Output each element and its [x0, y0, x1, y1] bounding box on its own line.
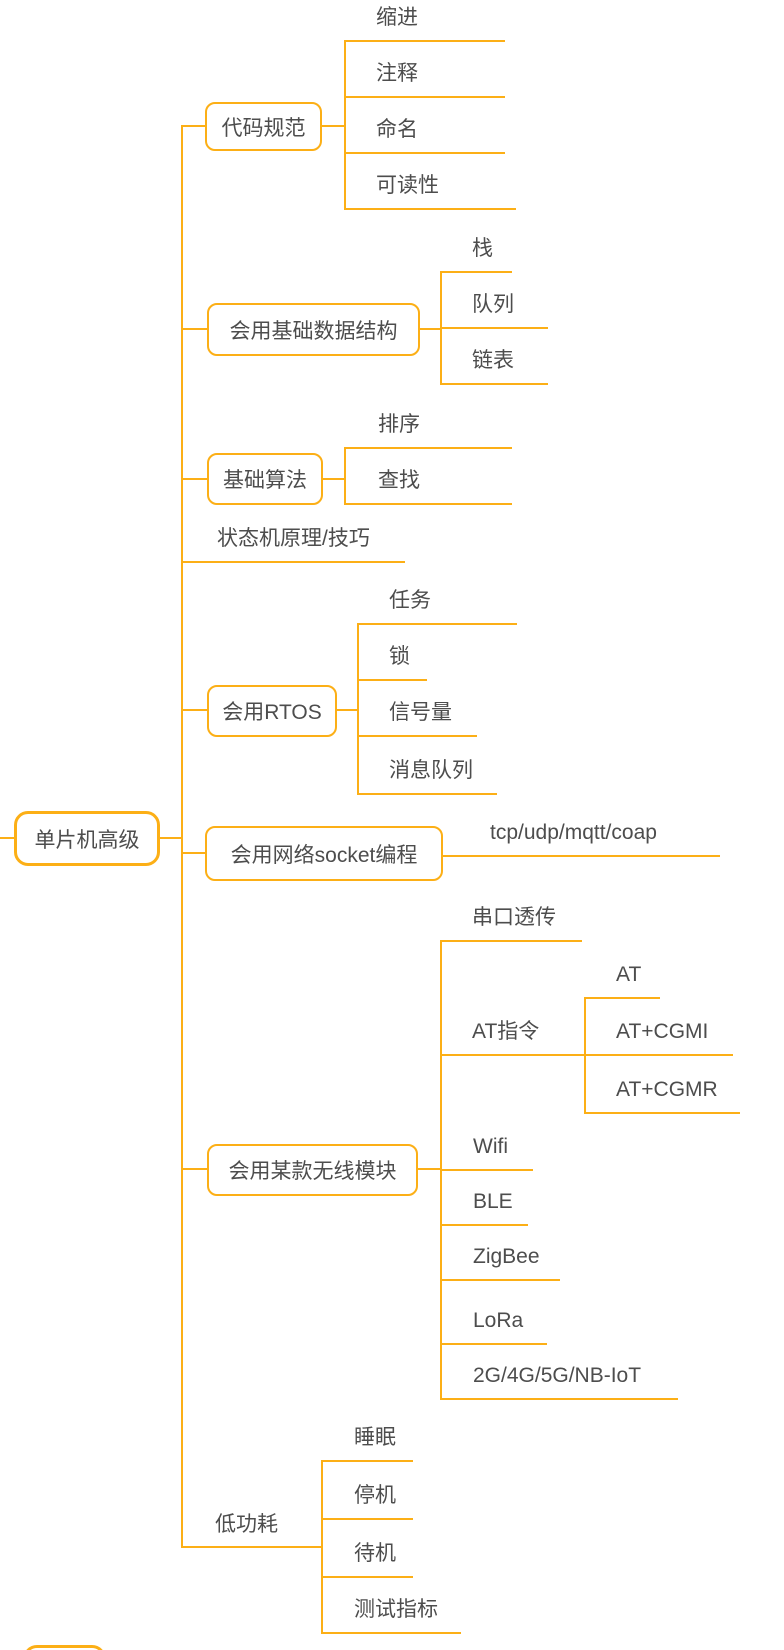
clipped-topic-box[interactable] — [23, 1645, 106, 1650]
leaf-sorting[interactable]: 排序 — [378, 413, 420, 436]
branch-wireless-module[interactable]: 会用某款无线模块 — [207, 1144, 418, 1196]
root-left-stub-line — [0, 837, 14, 839]
leaf-indent[interactable]: 缩进 — [376, 6, 418, 29]
leaf-underline — [181, 1546, 323, 1548]
leaf-underline — [443, 855, 720, 857]
leaf-underline — [344, 40, 505, 42]
leaf-low-power[interactable]: 低功耗 — [215, 1513, 278, 1536]
leaf-underline — [440, 1343, 547, 1345]
leaf-underline — [344, 447, 512, 449]
connector-line — [183, 852, 205, 854]
leaf-underline — [181, 561, 405, 563]
leaf-underline — [440, 1398, 678, 1400]
branch-data-structures[interactable]: 会用基础数据结构 — [207, 303, 420, 356]
leaf-state-machine[interactable]: 状态机原理/技巧 — [217, 527, 370, 550]
leaf-underline — [584, 1054, 733, 1056]
children-line — [357, 623, 359, 795]
leaf-tcp-udp-mqtt-coap[interactable]: tcp/udp/mqtt/coap — [490, 821, 657, 844]
connector-line — [323, 478, 344, 480]
connector-line — [418, 1168, 440, 1170]
leaf-underline — [440, 327, 548, 329]
connector-line — [183, 125, 205, 127]
leaf-at[interactable]: AT — [616, 963, 642, 986]
leaf-cellular[interactable]: 2G/4G/5G/NB-IoT — [473, 1364, 642, 1387]
children-line — [344, 40, 346, 210]
leaf-naming[interactable]: 命名 — [376, 118, 418, 141]
leaf-at-cgmi[interactable]: AT+CGMI — [616, 1020, 709, 1043]
leaf-stop-mode[interactable]: 停机 — [354, 1484, 396, 1507]
leaf-searching[interactable]: 查找 — [378, 469, 420, 492]
leaf-queue[interactable]: 队列 — [472, 293, 514, 316]
branch-rtos[interactable]: 会用RTOS — [207, 685, 337, 737]
leaf-lock[interactable]: 锁 — [389, 645, 410, 668]
leaf-underline — [440, 940, 582, 942]
connector-line — [183, 478, 207, 480]
leaf-underline — [321, 1576, 413, 1578]
leaf-underline — [440, 1054, 584, 1056]
leaf-underline — [440, 271, 512, 273]
leaf-standby[interactable]: 待机 — [354, 1542, 396, 1565]
root-topic[interactable]: 单片机高级 — [14, 811, 160, 866]
leaf-underline — [321, 1632, 461, 1634]
root-topic-label: 单片机高级 — [34, 828, 140, 852]
connector-line — [183, 709, 207, 711]
leaf-underline — [321, 1460, 413, 1462]
leaf-task[interactable]: 任务 — [389, 589, 431, 612]
leaf-linked-list[interactable]: 链表 — [472, 349, 514, 372]
branch-socket-label: 会用网络socket编程 — [230, 843, 418, 867]
leaf-wifi[interactable]: Wifi — [473, 1135, 508, 1158]
leaf-underline — [344, 503, 512, 505]
branch-wireless-module-label: 会用某款无线模块 — [228, 1160, 397, 1183]
leaf-zigbee[interactable]: ZigBee — [473, 1245, 540, 1268]
leaf-underline — [440, 383, 548, 385]
leaf-underline — [440, 1224, 528, 1226]
leaf-underline — [344, 208, 516, 210]
branch-socket[interactable]: 会用网络socket编程 — [205, 826, 443, 881]
leaf-underline — [440, 1169, 533, 1171]
leaf-underline — [357, 623, 517, 625]
branch-data-structures-label: 会用基础数据结构 — [229, 319, 398, 343]
leaf-comment[interactable]: 注释 — [376, 62, 418, 85]
leaf-uart-transparent[interactable]: 串口透传 — [472, 906, 556, 929]
connector-line — [420, 328, 440, 330]
leaf-lora[interactable]: LoRa — [473, 1309, 524, 1332]
leaf-message-queue[interactable]: 消息队列 — [389, 759, 473, 782]
leaf-at-commands[interactable]: AT指令 — [472, 1020, 540, 1043]
branch-rtos-label: 会用RTOS — [222, 701, 322, 724]
leaf-underline — [357, 679, 427, 681]
branch-code-style-label: 代码规范 — [221, 116, 306, 140]
branch-algorithms-label: 基础算法 — [223, 469, 307, 492]
leaf-sleep[interactable]: 睡眠 — [354, 1426, 396, 1449]
leaf-underline — [584, 997, 660, 999]
children-line — [321, 1460, 323, 1634]
root-trunk-connector-line — [160, 837, 183, 839]
connector-line — [337, 709, 357, 711]
branch-code-style[interactable]: 代码规范 — [205, 102, 322, 151]
connector-line — [183, 1168, 207, 1170]
leaf-underline — [357, 735, 477, 737]
connector-line — [322, 125, 344, 127]
children-line — [344, 447, 346, 505]
leaf-underline — [357, 793, 497, 795]
leaf-at-cgmr[interactable]: AT+CGMR — [616, 1078, 718, 1101]
leaf-ble[interactable]: BLE — [473, 1190, 513, 1213]
leaf-underline — [344, 152, 505, 154]
leaf-underline — [344, 96, 505, 98]
trunk-line — [181, 125, 183, 1548]
leaf-underline — [584, 1112, 740, 1114]
leaf-stack[interactable]: 栈 — [472, 237, 493, 260]
leaf-test-metrics[interactable]: 测试指标 — [354, 1598, 438, 1621]
leaf-readability[interactable]: 可读性 — [376, 174, 439, 197]
leaf-underline — [321, 1518, 413, 1520]
connector-line — [183, 328, 207, 330]
leaf-underline — [440, 1279, 560, 1281]
branch-algorithms[interactable]: 基础算法 — [207, 453, 323, 505]
leaf-semaphore[interactable]: 信号量 — [389, 701, 452, 724]
